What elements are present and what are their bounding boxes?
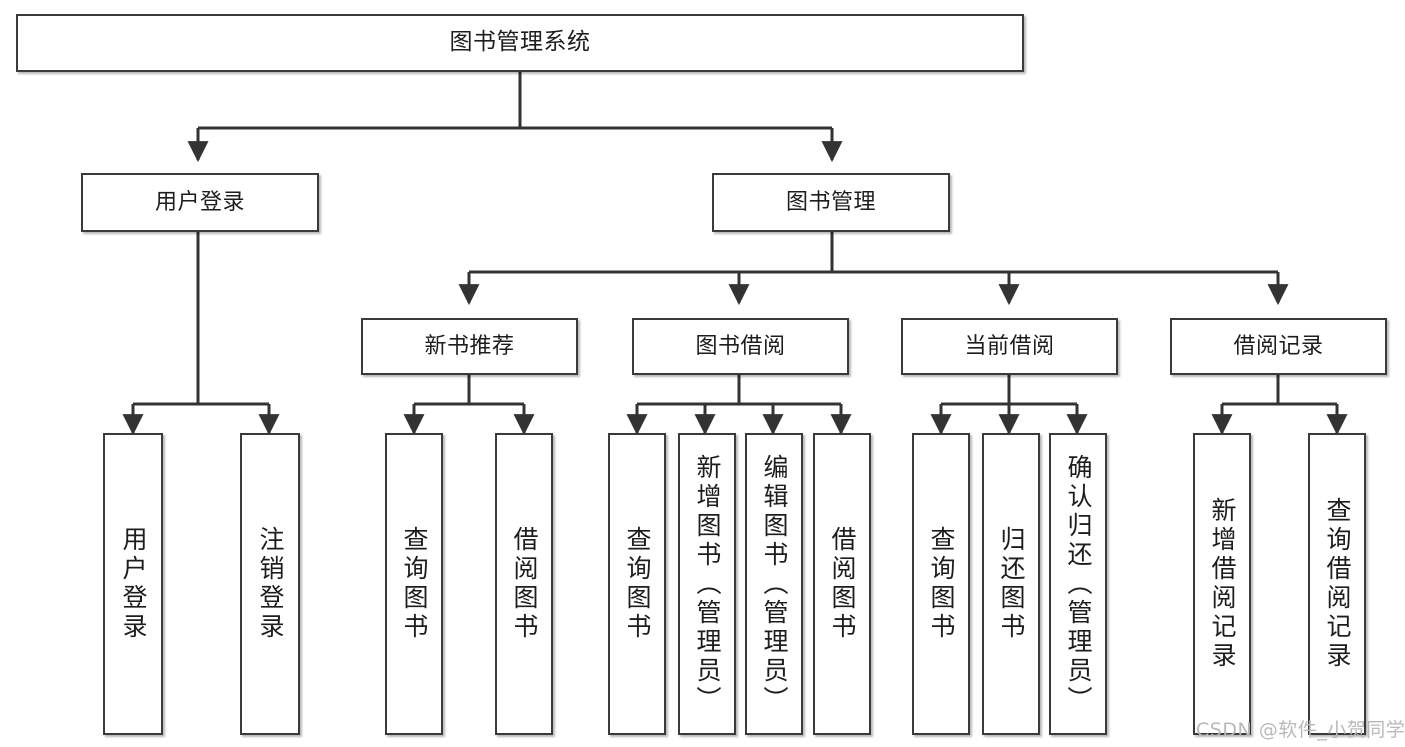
leaf-edit-book-admin-label: 编辑图书（管理员） — [760, 453, 789, 715]
node-user-login-label: 用户登录 — [154, 189, 245, 215]
leaf-borrow-book-label: 借阅图书 — [828, 526, 857, 642]
csdn-watermark: CSDN @软件_小贺同学 — [1196, 719, 1405, 741]
leaf-logout[interactable]: 注销登录 — [240, 433, 300, 735]
leaf-edit-book-admin[interactable]: 编辑图书（管理员） — [745, 433, 803, 735]
leaf-query-book-borrow-label: 查询图书 — [623, 526, 652, 642]
node-book-management-label: 图书管理 — [785, 189, 876, 215]
node-book-management[interactable]: 图书管理 — [712, 173, 950, 232]
node-book-borrow[interactable]: 图书借阅 — [632, 318, 849, 375]
node-borrow-record[interactable]: 借阅记录 — [1170, 318, 1387, 375]
leaf-add-borrow-record-label: 新增借阅记录 — [1208, 497, 1237, 671]
leaf-confirm-return-admin-label: 确认归还（管理员） — [1064, 453, 1093, 715]
node-current-borrow-label: 当前借阅 — [964, 333, 1055, 359]
node-new-book-recommend-label: 新书推荐 — [424, 333, 515, 359]
node-user-login[interactable]: 用户登录 — [81, 173, 319, 232]
node-root[interactable]: 图书管理系统 — [16, 14, 1024, 72]
leaf-query-borrow-record[interactable]: 查询借阅记录 — [1308, 433, 1366, 735]
leaf-query-book-current-label: 查询图书 — [927, 526, 956, 642]
leaf-query-borrow-record-label: 查询借阅记录 — [1323, 497, 1352, 671]
node-new-book-recommend[interactable]: 新书推荐 — [361, 318, 578, 375]
leaf-user-login[interactable]: 用户登录 — [103, 433, 163, 735]
leaf-borrow-book[interactable]: 借阅图书 — [813, 433, 871, 735]
leaf-logout-label: 注销登录 — [256, 526, 285, 642]
leaf-return-book[interactable]: 归还图书 — [982, 433, 1040, 735]
leaf-add-book-admin-label: 新增图书（管理员） — [693, 453, 722, 715]
leaf-user-login-label: 用户登录 — [119, 526, 148, 642]
node-current-borrow[interactable]: 当前借阅 — [901, 318, 1118, 375]
leaf-query-book-new[interactable]: 查询图书 — [385, 433, 443, 735]
leaf-query-book-current[interactable]: 查询图书 — [912, 433, 970, 735]
leaf-borrow-book-new[interactable]: 借阅图书 — [495, 433, 553, 735]
leaf-add-borrow-record[interactable]: 新增借阅记录 — [1193, 433, 1251, 735]
leaf-query-book-borrow[interactable]: 查询图书 — [608, 433, 666, 735]
leaf-add-book-admin[interactable]: 新增图书（管理员） — [678, 433, 736, 735]
node-book-borrow-label: 图书借阅 — [695, 333, 786, 359]
leaf-confirm-return-admin[interactable]: 确认归还（管理员） — [1049, 433, 1107, 735]
leaf-query-book-new-label: 查询图书 — [400, 526, 429, 642]
leaf-borrow-book-new-label: 借阅图书 — [510, 526, 539, 642]
leaf-return-book-label: 归还图书 — [997, 526, 1026, 642]
node-borrow-record-label: 借阅记录 — [1233, 333, 1324, 359]
node-root-label: 图书管理系统 — [449, 29, 591, 56]
